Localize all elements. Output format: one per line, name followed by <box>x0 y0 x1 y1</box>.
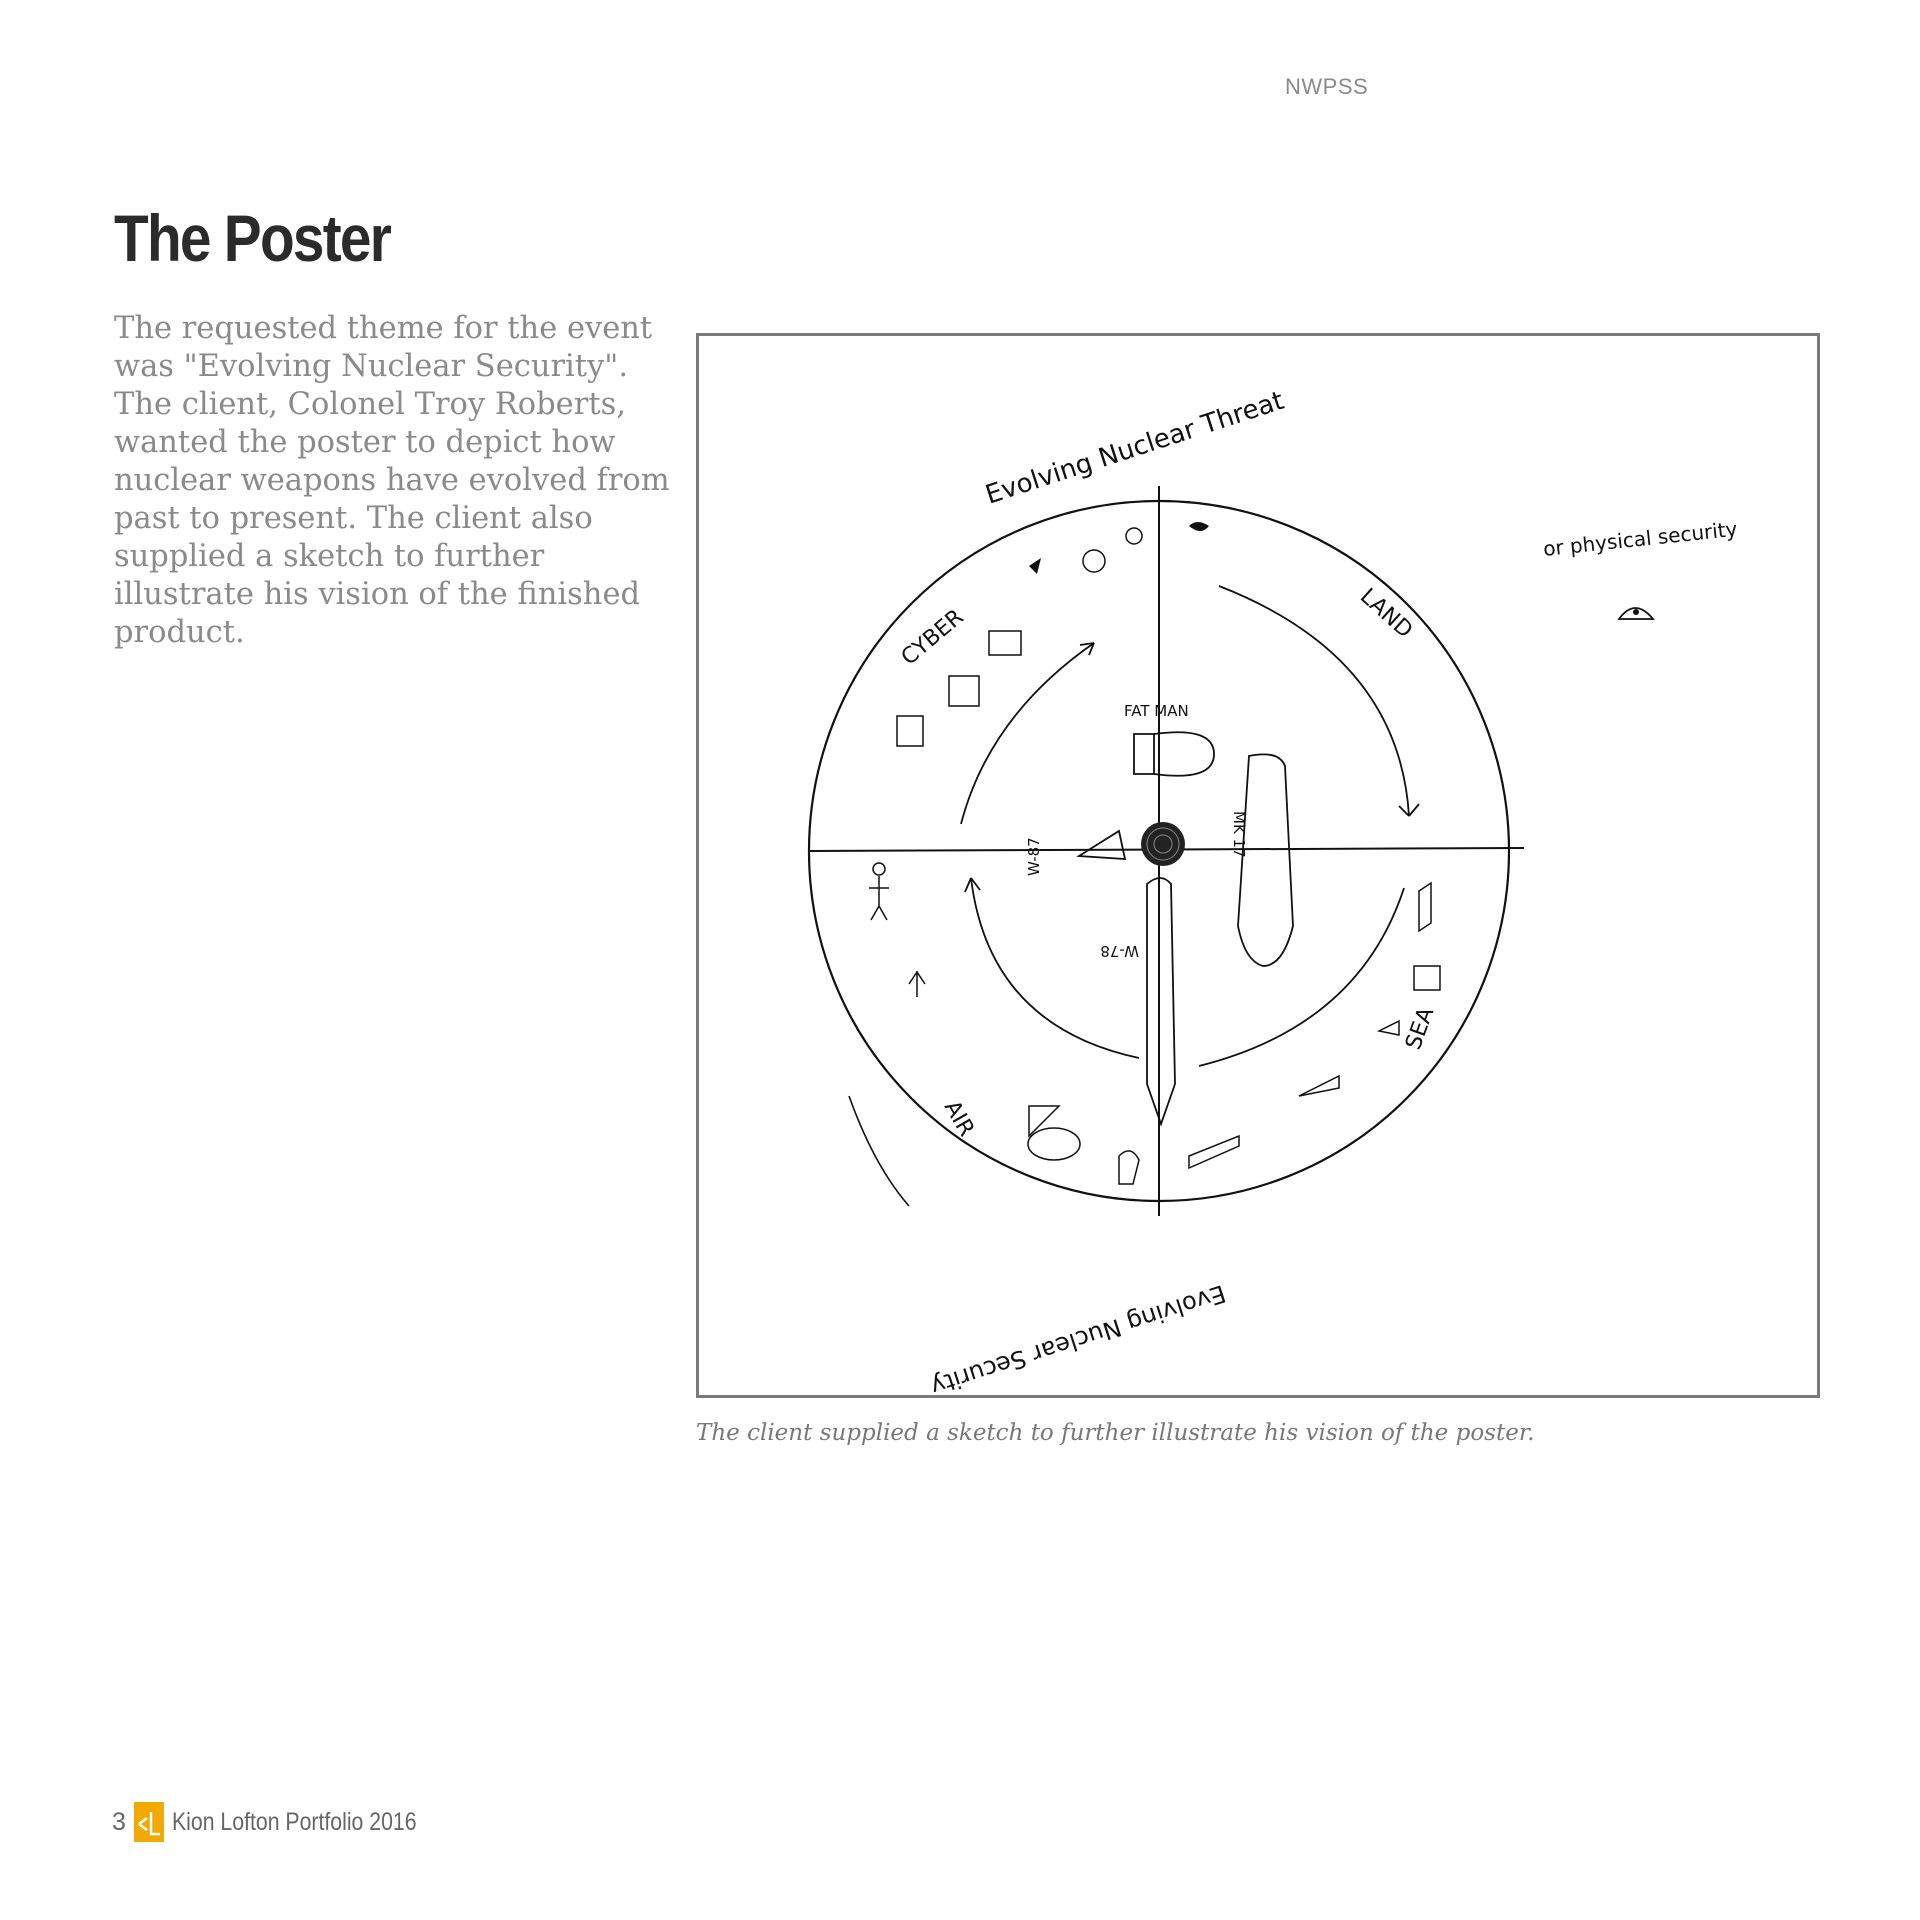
sketch-top-arc-label: Evolving Nuclear Threat <box>982 386 1288 511</box>
sketch-label-cyber: CYBER <box>897 605 969 671</box>
kl-logo-icon <box>138 1812 160 1836</box>
sketch-label-sea: SEA <box>1401 1004 1439 1053</box>
sketch-drawing: Evolving Nuclear Threat or physical secu… <box>807 386 1739 1395</box>
page-footer: 3 Kion Lofton Portfolio 2016 <box>112 1802 460 1842</box>
sketch-label-air: AIR <box>939 1097 979 1141</box>
sketch-label-w87: W-87 <box>1025 837 1043 876</box>
figure-caption: The client supplied a sketch to further … <box>696 1420 1535 1446</box>
page-number: 3 <box>112 1807 126 1836</box>
sketch-label-land: LAND <box>1355 584 1417 644</box>
client-sketch: Evolving Nuclear Threat or physical secu… <box>696 333 1820 1398</box>
sketch-side-note: or physical security <box>1542 517 1739 561</box>
section-tag: NWPSS <box>1285 74 1369 99</box>
sketch-label-fat-man: FAT MAN <box>1124 702 1189 720</box>
portfolio-logo <box>133 1802 164 1842</box>
intro-paragraph: The requested theme for the event was "E… <box>114 311 670 650</box>
sketch-label-w78: W-78 <box>1100 942 1139 960</box>
sketch-bottom-arc-label: Evolving Nuclear Security <box>927 1279 1229 1395</box>
sketch-label-mk17: MK 17 <box>1230 811 1248 858</box>
footer-text: Kion Lofton Portfolio 2016 <box>171 1807 417 1836</box>
page-title: The Poster <box>114 201 392 275</box>
